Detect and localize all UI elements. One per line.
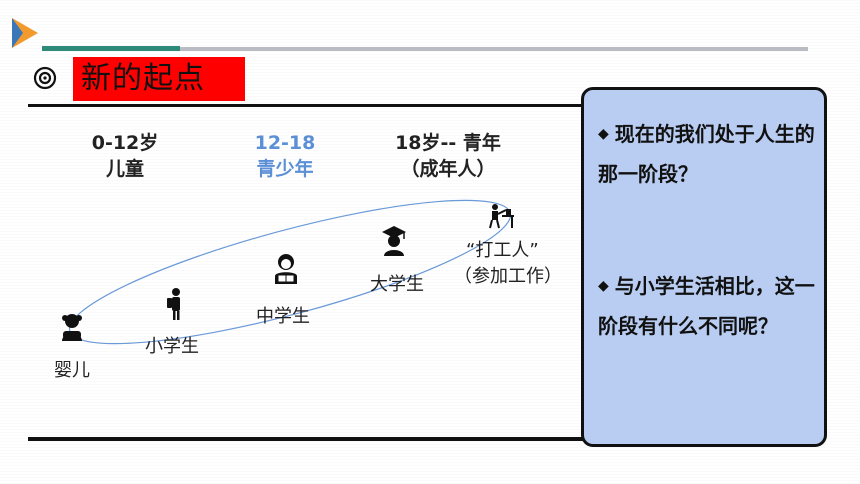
question-2-text: 与小学生活相比，这一阶段有什么不同呢？ — [598, 274, 815, 338]
frame-bottom-line — [28, 437, 588, 441]
worker-desk-icon — [489, 204, 514, 229]
question-1-text: 现在的我们处于人生的那一阶段？ — [598, 122, 815, 186]
label-worker: “打工人” — [466, 240, 539, 261]
label-primary-student: 小学生 — [145, 336, 199, 357]
stage-adult-name: （成年人） — [400, 158, 496, 180]
label-infant: 婴儿 — [54, 360, 90, 381]
page-title: 新的起点 — [73, 57, 245, 101]
life-stage-orbit — [62, 199, 514, 345]
label-college-student: 大学生 — [370, 274, 424, 295]
question-panel: ◆现在的我们处于人生的那一阶段？ ◆与小学生活相比，这一阶段有什么不同呢？ — [581, 87, 827, 447]
bullet-icon: ◆ — [598, 126, 609, 142]
stage-adult-age: 18岁-- 青年 — [395, 132, 501, 154]
question-1: ◆现在的我们处于人生的那一阶段？ — [598, 114, 823, 194]
graduate-icon — [382, 226, 406, 256]
student-reading-icon — [275, 254, 297, 284]
label-worker-note: （参加工作） — [454, 266, 562, 287]
orbit-ellipse — [68, 199, 512, 345]
stage-adult: 18岁-- 青年 （成年人） — [378, 130, 518, 182]
frame-top-line — [28, 104, 588, 107]
stage-teen-age: 12-18 — [254, 132, 316, 154]
stage-child: 0-12岁 儿童 — [75, 130, 175, 182]
stage-teen-name: 青少年 — [256, 158, 314, 180]
question-2: ◆与小学生活相比，这一阶段有什么不同呢？ — [598, 266, 823, 346]
header-accent-bar — [42, 46, 180, 51]
stage-teen: 12-18 青少年 — [230, 130, 340, 182]
header-divider — [180, 47, 808, 51]
bullet-icon: ◆ — [598, 278, 609, 294]
play-triangle-icon — [12, 18, 38, 48]
label-middle-student: 中学生 — [256, 306, 310, 327]
student-backpack-icon — [167, 288, 180, 320]
target-icon — [33, 66, 57, 90]
baby-icon — [62, 314, 82, 341]
stage-child-age: 0-12岁 — [91, 132, 159, 154]
stage-child-name: 儿童 — [105, 158, 144, 180]
